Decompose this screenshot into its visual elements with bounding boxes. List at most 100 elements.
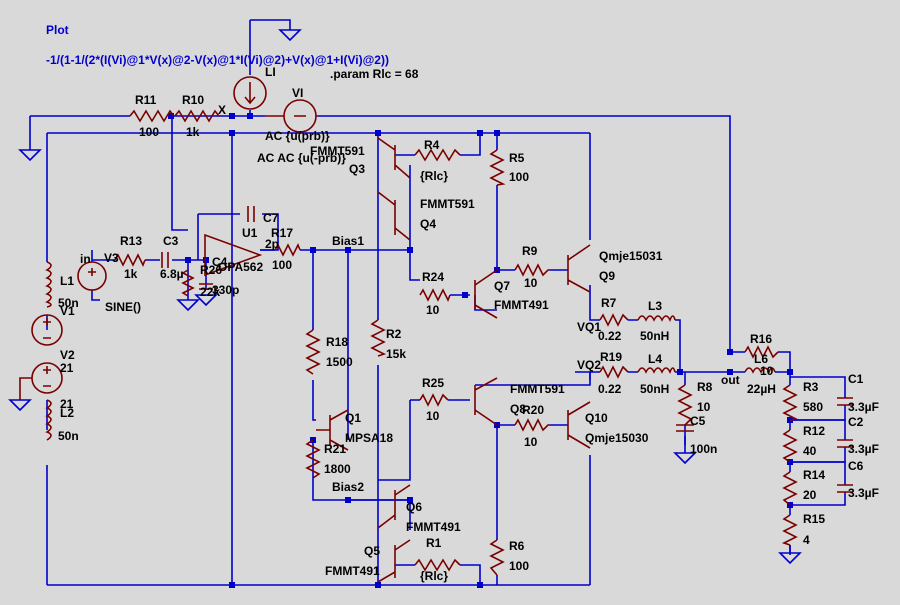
R15-resistor	[781, 514, 798, 546]
label-l1v: 50n	[58, 296, 79, 310]
V1-source	[31, 314, 63, 346]
label-r25v: 10	[426, 409, 440, 423]
R25-resistor	[419, 393, 449, 407]
label-q4t: FMMT591	[420, 197, 475, 211]
plot-title: Plot	[46, 23, 69, 37]
L2-inductor	[45, 399, 52, 441]
label-r3: R3	[803, 380, 819, 394]
label-r12v: 40	[803, 444, 817, 458]
label-vi: VI	[292, 86, 303, 100]
label-r20v: 10	[524, 435, 538, 449]
label-out: out	[721, 373, 740, 387]
R5-resistor	[489, 149, 506, 186]
label-q1: Q1	[345, 411, 361, 425]
label-r25: R25	[422, 376, 444, 390]
label-l3: L3	[648, 299, 662, 313]
R6-resistor	[489, 539, 505, 576]
label-r11v: 100	[139, 125, 159, 139]
label-l3v: 50nH	[640, 329, 669, 343]
label-r10v: 1k	[186, 125, 200, 139]
R14-resistor	[782, 471, 798, 506]
Q7-transistor	[474, 269, 498, 319]
C2-capacitor	[837, 439, 853, 448]
label-q3t: FMMT591	[310, 144, 365, 158]
R11-resistor	[129, 109, 175, 123]
label-r14v: 20	[803, 488, 817, 502]
R16-resistor	[744, 345, 779, 359]
label-r26v: 22k	[200, 285, 220, 299]
label-c3: C3	[163, 234, 179, 248]
Q10-transistor	[567, 401, 591, 449]
C4-capacitor	[199, 283, 213, 290]
label-c6: C6	[848, 459, 864, 473]
C3-capacitor	[161, 252, 169, 268]
R4-resistor	[414, 148, 461, 162]
label-viac2: AC AC {u(-prb)}	[257, 151, 346, 165]
ground-icon	[8, 399, 32, 412]
label-v1: V1	[60, 304, 75, 318]
label-c5: C5	[690, 414, 706, 428]
label-c7v: 2p	[265, 237, 279, 251]
label-r8: R8	[697, 380, 713, 394]
label-viac1: AC {u(prb)}	[265, 129, 330, 143]
label-r20: R20	[522, 403, 544, 417]
label-r13: R13	[120, 234, 142, 248]
label-r17v: 100	[272, 258, 292, 272]
V3-source	[77, 261, 107, 291]
label-q10t: Qmje15030	[585, 431, 649, 445]
label-u1: U1	[242, 226, 258, 240]
label-r12: R12	[803, 424, 825, 438]
label-v2: V2	[60, 348, 75, 362]
label-r6v: 100	[509, 559, 529, 573]
label-x: X	[218, 103, 226, 117]
R20-resistor	[514, 418, 550, 432]
label-c2: C2	[848, 415, 864, 429]
label-r21: R21	[324, 442, 346, 456]
R12-resistor	[782, 429, 798, 463]
label-u1t: OPA562	[218, 260, 263, 274]
R9-resistor	[514, 263, 550, 277]
label-q7t: FMMT491	[494, 298, 549, 312]
ground-symbols	[8, 29, 802, 565]
Q4-transistor	[377, 191, 411, 241]
U1-opamp	[204, 233, 263, 277]
label-r18v: 1500	[326, 355, 353, 369]
label-r1: R1	[426, 536, 442, 550]
label-q6t: FMMT491	[406, 520, 461, 534]
label-c4: C4	[212, 255, 228, 269]
label-c3v: 6.8µ	[160, 267, 184, 281]
label-v3: V3	[104, 251, 119, 265]
R24-resistor	[419, 288, 451, 302]
label-r4: R4	[424, 138, 440, 152]
Q3-transistor	[377, 137, 411, 179]
label-q10: Q10	[585, 411, 608, 425]
label-q4: Q4	[420, 217, 436, 231]
C7-capacitor	[247, 206, 255, 222]
label-r2v: 15k	[386, 347, 406, 361]
LI-source	[233, 76, 267, 110]
R3-resistor	[782, 384, 799, 421]
label-r1v: {Rlc}	[420, 569, 448, 583]
label-r9: R9	[522, 244, 538, 258]
R10-resistor	[174, 109, 220, 123]
label-r4v: {Rlc}	[420, 169, 448, 183]
C1-capacitor	[837, 397, 853, 406]
R17-resistor	[274, 243, 301, 257]
label-l4: L4	[648, 352, 662, 366]
label-q9t: Qmje15031	[599, 249, 663, 263]
label-q3: Q3	[349, 162, 365, 176]
label-r10: R10	[182, 93, 204, 107]
label-r7v: 0.22	[598, 329, 622, 343]
R26-resistor	[181, 269, 195, 297]
label-r3v: 580	[803, 400, 823, 414]
label-r16: R16	[750, 332, 772, 346]
Q1-transistor	[316, 409, 349, 451]
label-q8t: FMMT591	[510, 382, 565, 396]
L3-inductor	[637, 315, 676, 322]
label-in: in	[80, 252, 91, 266]
label-q6: Q6	[406, 500, 422, 514]
param-directive: .param Rlc = 68	[330, 67, 419, 81]
label-sine: SINE()	[105, 300, 141, 314]
label-vq2: VQ2	[577, 358, 601, 372]
R18-resistor	[305, 329, 321, 375]
